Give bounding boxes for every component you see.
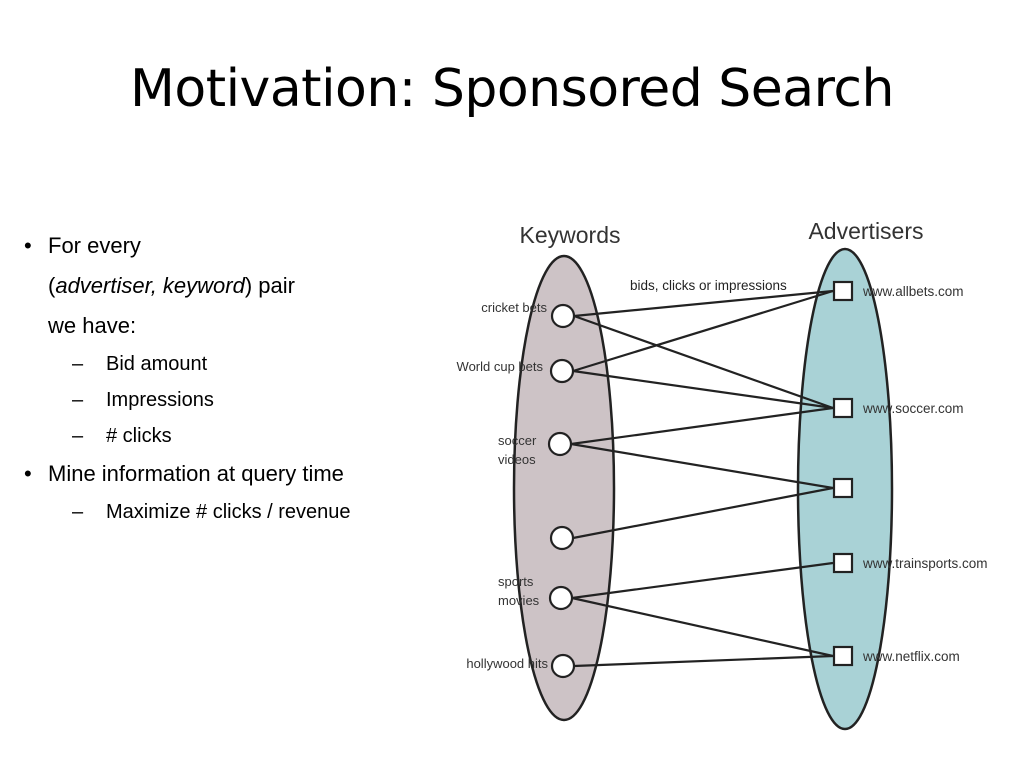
advertiser-node [832,280,854,302]
edges-layer [570,289,834,668]
dash-icon: – [72,389,84,411]
keyword-label: videos [498,452,536,467]
bipartite-diagram: Keywords Advertisers bids, clicks or imp… [457,218,988,731]
subbullet-text: Bid amount [106,353,208,375]
subbullet-text: Maximize # clicks / revenue [106,501,351,523]
edge-label: bids, clicks or impressions [630,278,787,293]
edge-line [573,654,834,668]
dash-icon: – [72,425,84,447]
keyword-node [549,525,575,551]
subbullet-item: – Maximize # clicks / revenue [22,494,442,530]
edge-line [572,369,834,410]
advertiser-label: www.soccer.com [862,401,964,416]
keyword-label: hollywood hits [466,656,548,671]
advertiser-node [832,477,854,499]
subbullet-text: Impressions [106,389,214,411]
edge-line [571,561,834,600]
subbullet-item: – Impressions [22,382,442,418]
subbullet-item: – Bid amount [22,346,442,382]
bullet-dot-icon: • [24,233,32,258]
edge-line [570,442,834,490]
keyword-node [548,585,574,611]
keywords-heading: Keywords [520,222,621,248]
keyword-label: World cup bets [457,359,544,374]
bullet-item-pairs: • For every (advertiser, keyword) pair w… [22,226,442,346]
keyword-label: sports [498,574,534,589]
bullet-text-line2: (advertiser, keyword) pair [48,266,442,306]
bullet-text-line3: we have: [48,313,137,338]
keyword-label: soccer [498,433,537,448]
advertiser-node [832,552,854,574]
keyword-node [550,653,576,679]
keyword-node [550,303,576,329]
slide-title: Motivation: Sponsored Search [130,59,894,119]
edge-line [573,314,834,410]
italic-pair: advertiser, keyword [55,273,245,298]
edge-line [572,289,834,373]
bullet-text-line1: For every [48,233,141,258]
dash-icon: – [72,353,84,375]
advertiser-label: www.trainsports.com [862,556,988,571]
open-paren: ( [48,273,56,298]
subbullet-text: # clicks [106,425,172,447]
keyword-label: movies [498,593,540,608]
edge-line [573,289,834,318]
advertiser-node [832,645,854,667]
edge-line [571,596,834,658]
edge-line [572,486,834,540]
keywords-ellipse [512,254,616,722]
advertiser-label: www.netflix.com [862,649,960,664]
edge-line [570,406,834,446]
keyword-node [549,358,575,384]
bullet-list: • For every (advertiser, keyword) pair w… [22,226,442,530]
advertisers-heading: Advertisers [808,218,923,244]
bullet-text: Mine information at query time [48,461,344,486]
bullet-item-mine: • Mine information at query time [22,454,442,494]
bullet-dot-icon: • [24,461,32,486]
advertiser-label: www.allbets.com [862,284,964,299]
dash-icon: – [72,501,84,523]
keyword-label: cricket bets [481,300,547,315]
subbullet-item: – # clicks [22,418,442,454]
keyword-node [547,431,573,457]
advertiser-node [832,397,854,419]
pair-suffix: ) pair [244,273,295,298]
